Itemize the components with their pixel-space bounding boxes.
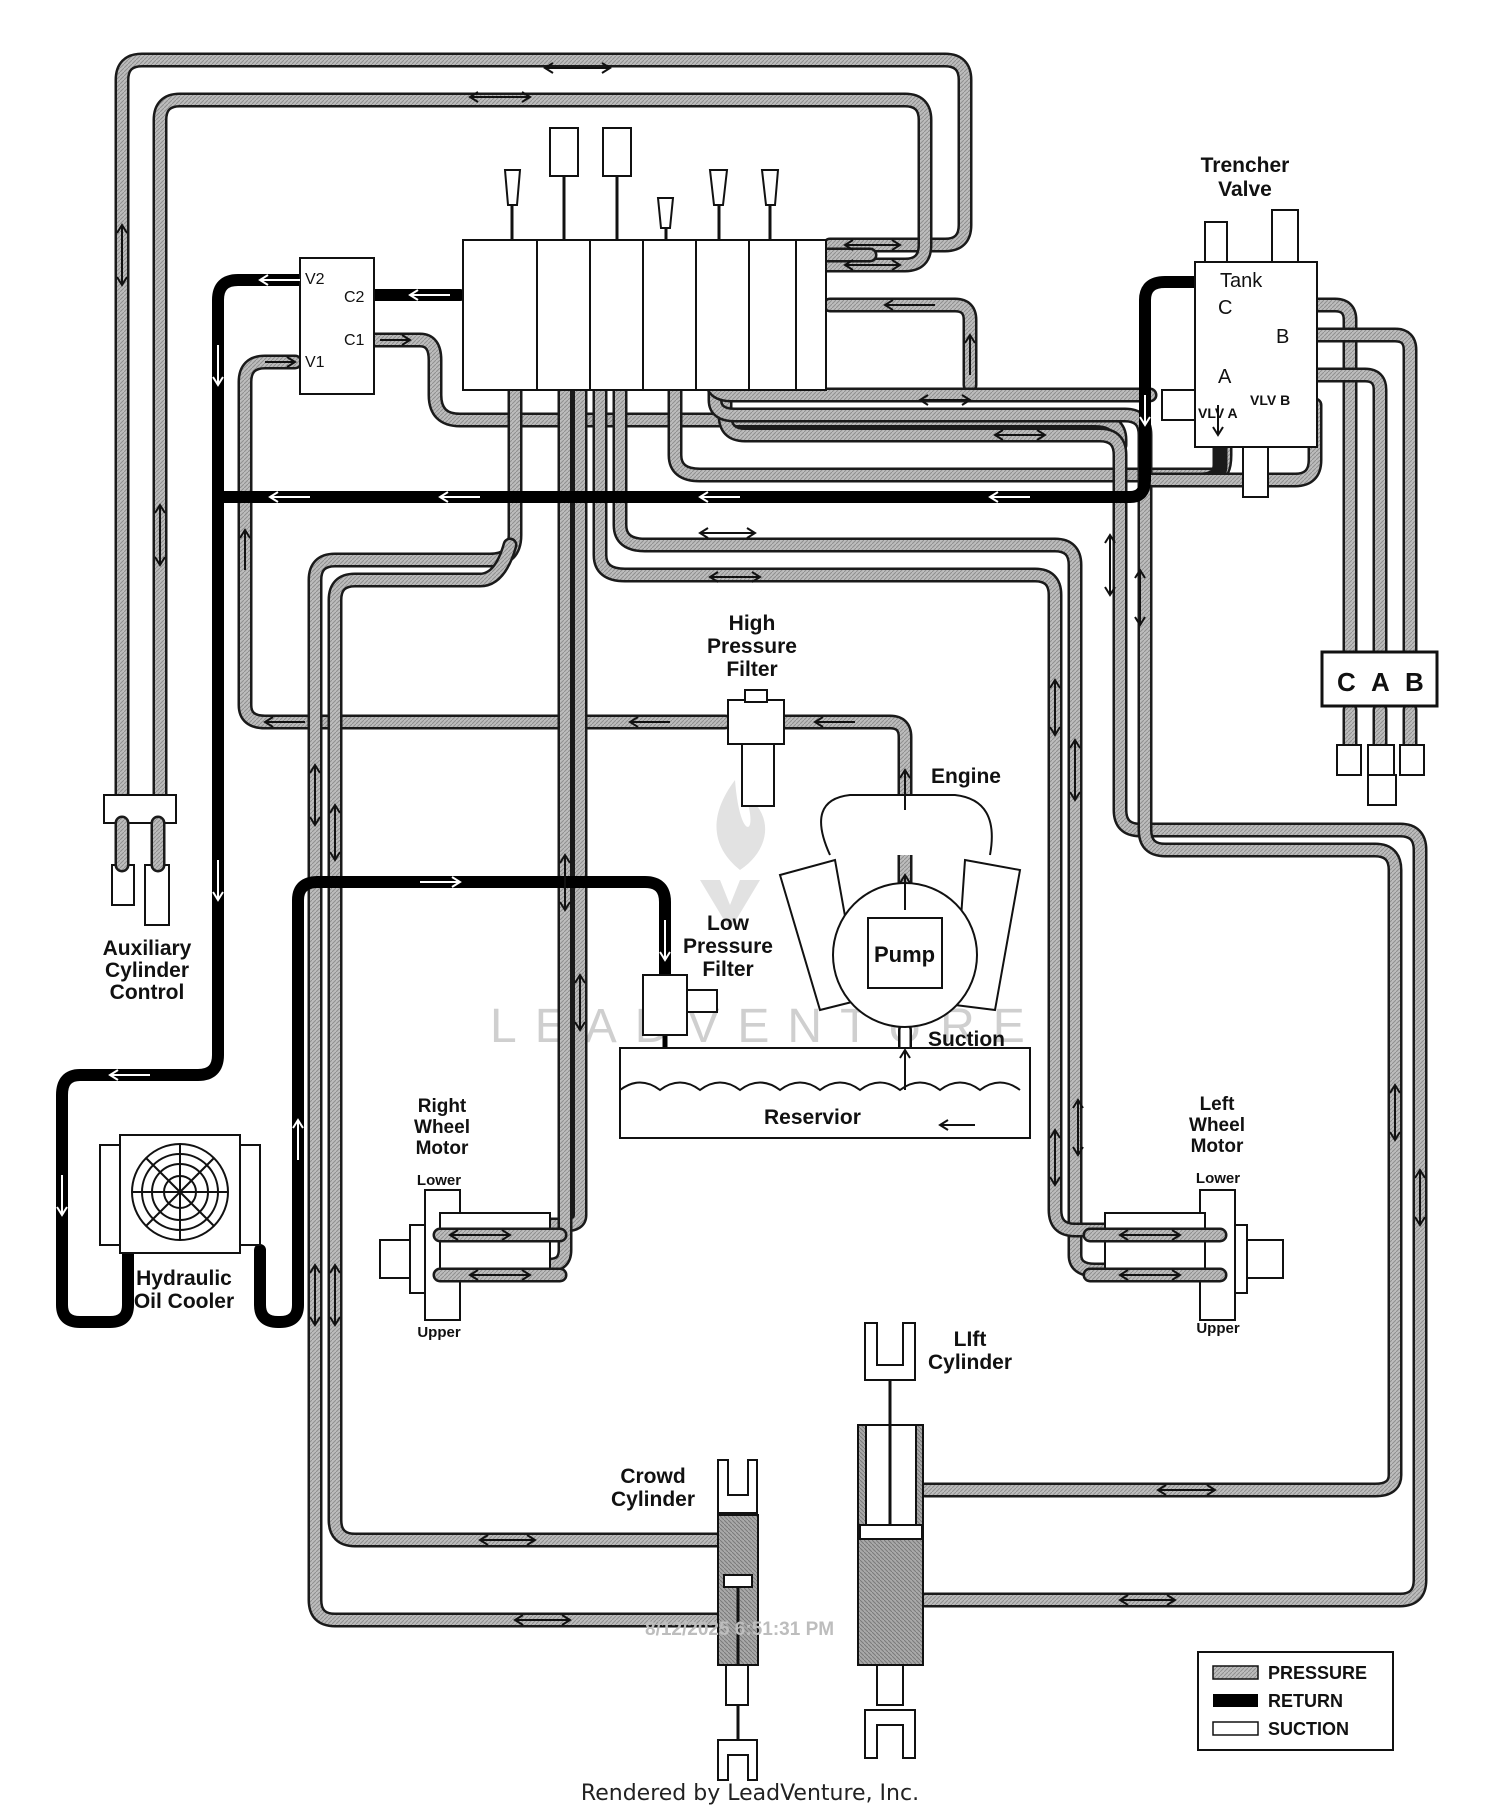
aux-diverter-valve: V2 C2 C1 V1: [299, 257, 375, 395]
lift-cylinder: [857, 1322, 924, 1759]
lift-cylinder-label: LIft: [954, 1328, 987, 1351]
pressure-line-aux-inner: [152, 92, 933, 803]
pressure-line-crowd-2: [327, 537, 728, 1548]
pressure-line-filter-pump: [777, 714, 913, 933]
pressure-line-trencher-a: [1237, 367, 1388, 673]
pressure-line-trencher-vlv: [1142, 397, 1323, 488]
port-a-label: A: [1218, 366, 1232, 388]
aux-control-label: Control: [110, 981, 185, 1004]
port-v2-label: V2: [305, 271, 325, 288]
pressure-line-aux-outer: [114, 52, 973, 803]
engine: Pump: [778, 794, 1022, 1028]
aux-couplers: [103, 794, 177, 926]
pressure-line-cab-out: [1342, 702, 1418, 753]
component-labels: Trencher Valve Auxiliary Cylinder Contro…: [103, 154, 1290, 1511]
crowd-cylinder-label: Crowd: [620, 1465, 685, 1488]
return-line-v2: [56, 274, 306, 1328]
hp-filter-label: Filter: [726, 658, 777, 681]
cab-c-label: C: [1337, 667, 1356, 697]
trencher-valve: Tank C B A VLV B VLV A: [1161, 209, 1318, 498]
right-motor-label: Motor: [416, 1138, 469, 1159]
crowd-cylinder-label: Cylinder: [611, 1488, 695, 1511]
left-wheel-motor: [1082, 1189, 1284, 1321]
right-motor-label: Wheel: [414, 1117, 470, 1138]
return-line-main: [212, 276, 1218, 503]
port-vlv-b-label: VLV B: [1250, 392, 1290, 408]
lp-filter-label: Low: [707, 912, 750, 935]
legend: PRESSURE RETURN SUCTION: [1197, 1651, 1394, 1751]
legend-pressure-label: PRESSURE: [1268, 1663, 1367, 1683]
trencher-valve-label: Valve: [1218, 178, 1272, 201]
aux-control-label: Auxiliary: [103, 937, 192, 960]
port-b-label: B: [1276, 326, 1289, 348]
fan-icon: [131, 1143, 229, 1241]
pressure-line-trencher-b: [1292, 327, 1418, 673]
port-tank-label: Tank: [1220, 270, 1263, 292]
left-motor-label: Motor: [1191, 1136, 1244, 1157]
hydraulic-oil-cooler: [99, 1134, 261, 1254]
lp-filter-label: Filter: [702, 958, 753, 981]
port-c-label: C: [1218, 297, 1232, 319]
pressure-line-trencher-c: [1247, 297, 1358, 673]
engine-label: Engine: [931, 765, 1001, 788]
left-motor-upper-label: Upper: [1196, 1320, 1240, 1337]
port-c1-label: C1: [344, 332, 365, 349]
right-motor-upper-label: Upper: [417, 1324, 461, 1341]
cab-b-label: B: [1405, 667, 1424, 697]
lp-filter-label: Pressure: [683, 935, 773, 958]
control-valve-bank: [462, 127, 827, 391]
low-pressure-filter: [642, 974, 718, 1036]
port-v1-label: V1: [305, 354, 325, 371]
right-motor-lower-label: Lower: [417, 1172, 461, 1189]
legend-pressure-swatch: [1212, 1665, 1259, 1680]
trencher-coupler-block: C A B: [1320, 650, 1439, 806]
legend-return-swatch: [1213, 1694, 1258, 1707]
pressure-line-c1-loop: [367, 332, 1128, 453]
left-motor-lower-label: Lower: [1196, 1170, 1240, 1187]
reservoir: [619, 1047, 1031, 1139]
right-motor-label: Right: [418, 1096, 467, 1117]
pump-label: Pump: [874, 942, 935, 967]
left-motor-label: Left: [1200, 1094, 1236, 1115]
left-motor-label: Wheel: [1189, 1115, 1245, 1136]
crowd-cylinder: [717, 1459, 759, 1781]
hp-filter-label: High: [729, 612, 776, 635]
aux-control-label: Cylinder: [105, 959, 189, 982]
lift-cylinder-label: Cylinder: [928, 1351, 1012, 1374]
legend-suction-swatch: [1212, 1721, 1259, 1736]
valve-handle: [503, 127, 780, 240]
flow-arrows: [56, 62, 1426, 1626]
pressure-line-lift-cyl: [707, 372, 1403, 1498]
return-line-cooler-lp: [254, 876, 671, 1328]
cooler-label: Hydraulic: [136, 1267, 232, 1290]
legend-return-label: RETURN: [1268, 1691, 1343, 1711]
pressure-line-left-motor-2: [592, 292, 1233, 1238]
high-pressure-filter: [727, 689, 785, 807]
hp-filter-label: Pressure: [707, 635, 797, 658]
legend-suction-label: SUCTION: [1268, 1719, 1349, 1739]
timestamp: 8/12/2025 6:51:31 PM: [645, 1619, 834, 1640]
trencher-valve-label: Trencher: [1201, 154, 1290, 177]
footer-credit: Rendered by LeadVenture, Inc.: [581, 1781, 919, 1806]
pressure-line-valve-right: [822, 297, 978, 393]
reservoir-label: Reservior: [764, 1106, 861, 1129]
suction-label: Suction: [928, 1028, 1005, 1051]
cab-a-label: A: [1371, 667, 1390, 697]
port-c2-label: C2: [344, 289, 365, 306]
right-wheel-motor: [379, 1189, 568, 1321]
cooler-label: Oil Cooler: [134, 1290, 234, 1313]
